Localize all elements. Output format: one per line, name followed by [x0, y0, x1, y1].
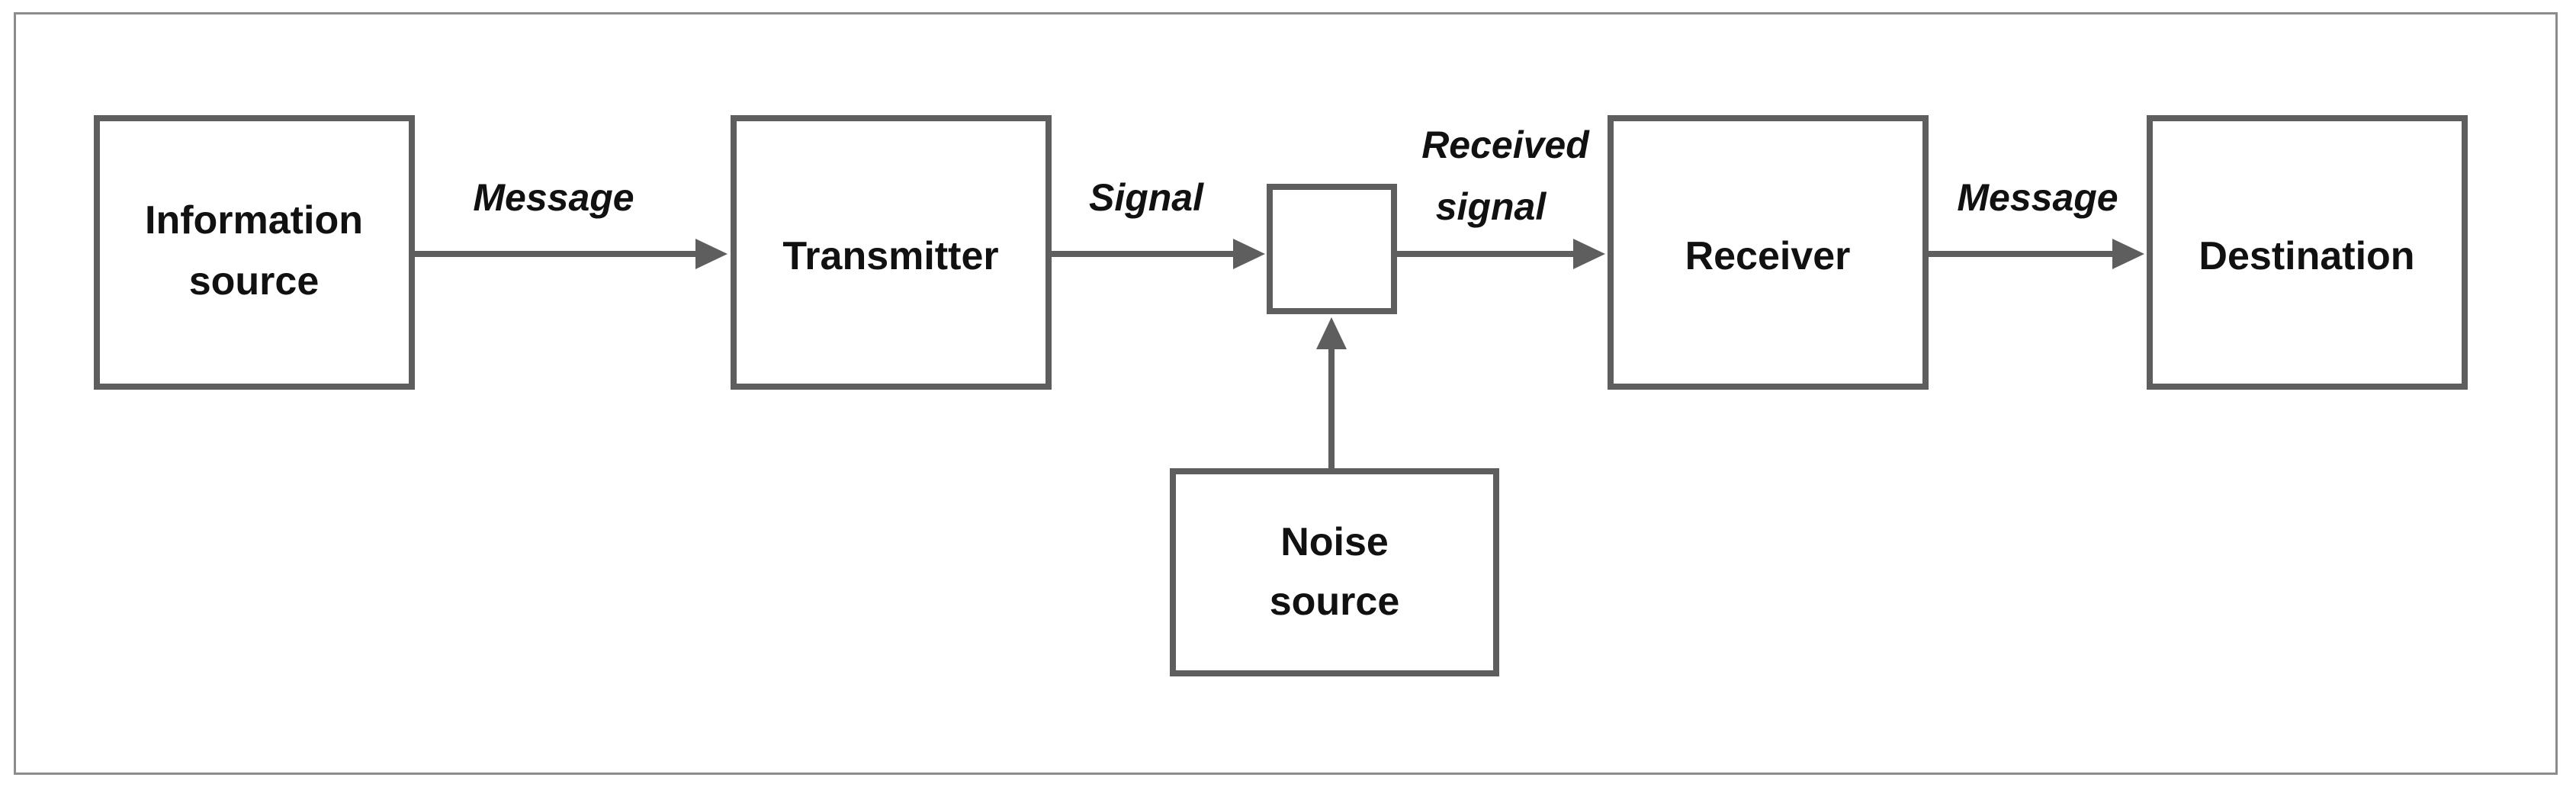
message-in-arrowhead	[695, 239, 728, 269]
signal-label: Signal	[1089, 176, 1204, 219]
noise-source-label-line2: source	[1270, 580, 1400, 624]
noise-source-box	[1170, 468, 1499, 676]
information-source-label-line2: source	[189, 259, 320, 304]
information-source-box	[94, 115, 415, 390]
received-signal-label-line1: Received	[1421, 124, 1590, 166]
transmitter-box	[731, 115, 1052, 390]
noise-arrowhead	[1316, 317, 1347, 349]
received-signal-label-line2: signal	[1436, 185, 1547, 228]
information-source-label-line1: Information	[145, 198, 363, 243]
receiver-box	[1608, 115, 1929, 390]
transmitter-label: Transmitter	[782, 234, 998, 278]
message-out-label: Message	[1957, 176, 2118, 219]
signal-arrowhead	[1233, 239, 1265, 269]
destination-box	[2147, 115, 2468, 390]
receiver-label: Receiver	[1685, 234, 1851, 278]
message-in-label: Message	[473, 176, 634, 219]
mixer-box	[1267, 184, 1397, 314]
message-out-arrowhead	[2112, 239, 2144, 269]
noise-source-label-line1: Noise	[1280, 520, 1389, 564]
destination-label: Destination	[2199, 234, 2414, 278]
received-signal-arrowhead	[1573, 239, 1605, 269]
